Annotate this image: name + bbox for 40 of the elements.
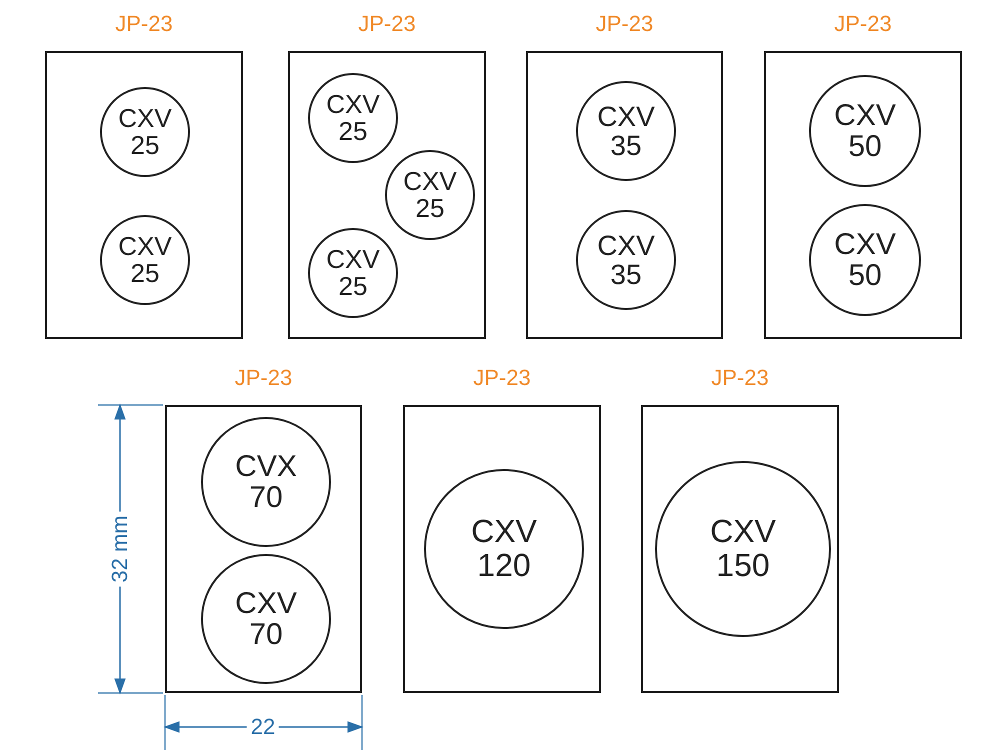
cable-size-label: CXV 35 bbox=[597, 230, 655, 290]
cable-size-label: CXV 25 bbox=[403, 168, 457, 222]
cable-gland-plate bbox=[641, 405, 839, 693]
cable-hole bbox=[809, 204, 921, 316]
plate-label: JP-23 bbox=[358, 11, 416, 37]
cable-hole bbox=[809, 75, 921, 187]
cable-size-label: CXV 50 bbox=[834, 100, 896, 162]
plate-label: JP-23 bbox=[711, 365, 769, 391]
cable-hole bbox=[424, 469, 584, 629]
cable-hole bbox=[576, 81, 676, 181]
cable-gland-plate bbox=[45, 51, 243, 339]
plate-label: JP-23 bbox=[115, 11, 173, 37]
cable-gland-plate bbox=[165, 405, 362, 693]
cable-hole bbox=[100, 87, 190, 177]
cable-size-label: CXV 70 bbox=[235, 588, 297, 650]
plate-label: JP-23 bbox=[834, 11, 892, 37]
plate-label: JP-23 bbox=[473, 365, 531, 391]
cable-size-label: CXV 25 bbox=[326, 246, 380, 300]
plate-label: JP-23 bbox=[234, 365, 292, 391]
cable-size-label: CVX 70 bbox=[235, 450, 297, 514]
cable-gland-plate bbox=[403, 405, 601, 693]
cable-size-label: CXV 25 bbox=[118, 104, 172, 160]
cable-hole bbox=[576, 210, 676, 310]
cable-size-label: CXV 25 bbox=[118, 232, 172, 288]
plate-label: JP-23 bbox=[596, 11, 654, 37]
cable-hole bbox=[655, 461, 831, 637]
cable-hole bbox=[308, 73, 398, 163]
cable-size-label: CXV 120 bbox=[471, 515, 537, 583]
cable-hole bbox=[100, 215, 190, 305]
cable-gland-plate bbox=[288, 51, 486, 339]
cable-hole bbox=[385, 150, 475, 240]
cable-size-label: CXV 150 bbox=[710, 515, 776, 583]
cable-hole bbox=[308, 228, 398, 318]
cable-size-label: CXV 25 bbox=[326, 90, 380, 146]
cable-hole bbox=[201, 554, 331, 684]
cable-gland-plate bbox=[526, 51, 723, 339]
cable-gland-plate bbox=[764, 51, 962, 339]
cable-hole bbox=[201, 417, 331, 547]
cable-size-label: CXV 35 bbox=[597, 102, 655, 160]
cable-size-label: CXV 50 bbox=[834, 228, 896, 292]
